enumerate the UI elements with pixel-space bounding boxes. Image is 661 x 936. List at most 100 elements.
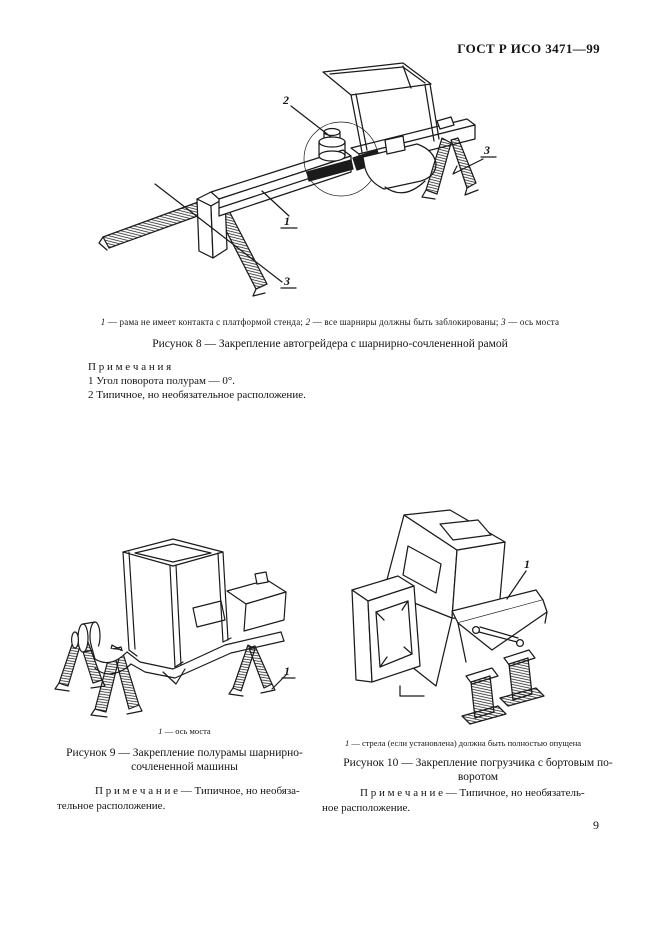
rear-box bbox=[436, 116, 455, 130]
figure9-note-line1: П р и м е ч а н и е — Типичное, но необя… bbox=[95, 785, 300, 797]
legend10-num: 1 bbox=[344, 738, 350, 748]
engine-stack bbox=[254, 571, 269, 585]
cage-top-inner bbox=[134, 543, 212, 563]
joint-lock-bar bbox=[306, 159, 354, 182]
block2-base bbox=[499, 687, 545, 707]
callout-1: 1 bbox=[284, 664, 290, 678]
leader-3-right bbox=[452, 158, 484, 175]
right-stand-leg2 bbox=[248, 645, 273, 689]
front-stand-left-leg bbox=[102, 200, 207, 249]
leader-1 bbox=[261, 190, 290, 217]
legend9-num: 1 bbox=[158, 726, 163, 736]
figure10-caption-line2: воротом bbox=[457, 771, 499, 783]
block1-top bbox=[465, 667, 499, 685]
legend9-text: — ось моста bbox=[162, 726, 211, 736]
rear-stand-feet bbox=[421, 187, 479, 200]
figure10-caption-line1: Рисунок 10 — Закрепление погрузчика с бо… bbox=[343, 757, 613, 769]
figure10-caption: Рисунок 10 — Закрепление погрузчика с бо… bbox=[322, 756, 634, 784]
hydraulic-cylinder bbox=[478, 626, 519, 643]
figure9-drawing: 1 bbox=[45, 512, 320, 718]
figure10-drawing: 1 bbox=[340, 490, 630, 730]
figure10-note-line1: П р и м е ч а н и е — Типичное, но необя… bbox=[360, 787, 585, 799]
halfframe-illustration: 1 bbox=[54, 538, 296, 718]
figure10-note: П р и м е ч а н и е — Типичное, но необя… bbox=[322, 786, 624, 815]
block2-top bbox=[503, 649, 536, 667]
figure8-drawing: 2 1 3 3 bbox=[85, 60, 555, 312]
callout-3-bottom: 3 bbox=[283, 274, 290, 288]
roof-window bbox=[439, 519, 492, 541]
legend8-num3: 3 bbox=[501, 317, 506, 327]
note-2: 2 Типичное, но необязательное расположен… bbox=[88, 389, 306, 401]
seat-box bbox=[384, 135, 406, 155]
mid-box bbox=[192, 600, 226, 628]
leader-3-bottom bbox=[154, 183, 283, 283]
figure10-legend: 1 — стрела (если установлена) должна быт… bbox=[322, 738, 604, 748]
cage-post-feet bbox=[128, 637, 232, 668]
figure9-caption-line1: Рисунок 9 — Закрепление полурамы шарнирн… bbox=[66, 747, 303, 759]
canopy-post-rear bbox=[402, 65, 412, 89]
legend8-text3: — ось моста bbox=[505, 317, 560, 327]
legend8-text1: — рама не имеет контакта с платформой ст… bbox=[105, 317, 306, 327]
boom-arm-lower bbox=[457, 599, 548, 651]
leader-1 bbox=[271, 674, 287, 690]
rear-stand-left-leg bbox=[425, 137, 452, 195]
joint-pin-cap bbox=[323, 127, 341, 137]
callout-1: 1 bbox=[524, 557, 530, 571]
legend8-num1: 1 bbox=[100, 317, 106, 327]
figure9-caption-line2: сочлененной машины bbox=[131, 761, 238, 773]
axle-cap bbox=[71, 631, 80, 649]
joint-cyl-bottom bbox=[318, 150, 346, 162]
base-end bbox=[280, 631, 285, 642]
base-top-edge bbox=[126, 631, 282, 670]
axle-disc-outer bbox=[77, 623, 89, 653]
figure10-note-line2: ное расположение. bbox=[322, 801, 411, 814]
figure8-legend: 1 — рама не имеет контакта с платформой … bbox=[60, 317, 600, 327]
rear-stand-right-leg bbox=[450, 137, 477, 189]
canopy-roof bbox=[322, 62, 432, 96]
engine-box-front bbox=[243, 591, 287, 632]
legend8-num2: 2 bbox=[305, 317, 311, 327]
leader-2 bbox=[290, 105, 332, 138]
gooseneck-top bbox=[90, 644, 128, 664]
figure9-caption: Рисунок 9 — Закрепление полурамы шарнирн… bbox=[57, 746, 312, 774]
canopy-post-left bbox=[350, 93, 368, 153]
boom-pivot bbox=[471, 625, 481, 635]
notes-title: П р и м е ч а н и я bbox=[88, 361, 172, 373]
front-stand-foot bbox=[98, 236, 108, 251]
loader-illustration: 1 bbox=[351, 509, 548, 725]
joint-cyl-side bbox=[318, 141, 346, 157]
figure8-caption: Рисунок 8 — Закрепление автогрейдера с ш… bbox=[152, 338, 508, 350]
right-stand-feet bbox=[228, 683, 276, 697]
callout-1: 1 bbox=[284, 214, 290, 228]
legend10-text: — стрела (если установлена) должна быть … bbox=[349, 738, 582, 748]
cage-post-front bbox=[169, 564, 182, 668]
cylinder-pin bbox=[515, 638, 525, 648]
joint-cyl-top bbox=[318, 136, 346, 148]
cage-post-left bbox=[122, 551, 136, 651]
grader-illustration: 2 1 3 3 bbox=[98, 62, 497, 297]
page-title: ГОСТ Р ИСО 3471—99 bbox=[457, 41, 600, 56]
figure9-note: П р и м е ч а н и е — Типичное, но необя… bbox=[57, 784, 315, 813]
note-1: 1 Угол поворота полурам — 0°. bbox=[88, 375, 236, 387]
legend8-text2: — все шарниры должны быть заблокированы; bbox=[310, 317, 502, 327]
canopy-post-right bbox=[424, 83, 440, 142]
base-bottom-edge bbox=[130, 640, 285, 679]
front-box-depth-lines bbox=[375, 600, 413, 668]
callout-3-right: 3 bbox=[483, 143, 490, 157]
left-stand-b-leg2 bbox=[112, 646, 140, 710]
fender-curve bbox=[384, 180, 426, 194]
callout-2: 2 bbox=[282, 93, 289, 107]
figure9-note-line2: тельное расположение. bbox=[57, 799, 166, 812]
page-number: 9 bbox=[593, 818, 599, 832]
cage-post-right bbox=[217, 551, 229, 643]
block1-base bbox=[461, 705, 507, 725]
gooseneck-bottom bbox=[94, 663, 132, 675]
figure8-notes: П р и м е ч а н и я 1 Угол поворота полу… bbox=[88, 360, 508, 402]
figure9-legend: 1 — ось моста bbox=[57, 726, 312, 736]
leader-1 bbox=[506, 570, 527, 600]
left-stand-b-feet bbox=[90, 704, 143, 718]
front-stand-foot2 bbox=[252, 288, 266, 297]
boom-drop-links bbox=[457, 611, 548, 663]
front-window bbox=[402, 545, 442, 594]
